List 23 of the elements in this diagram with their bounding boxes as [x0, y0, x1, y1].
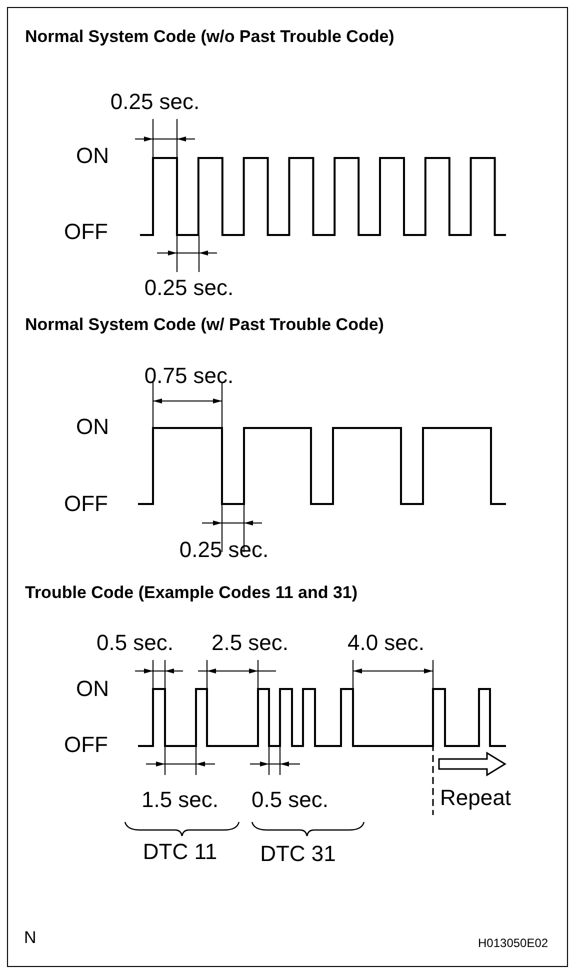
figure-code: H013050E02 [478, 936, 548, 951]
repeat-label: Repeat [440, 784, 511, 812]
duration-label: 0.5 sec. [96, 629, 174, 656]
state-label: ON [76, 675, 109, 702]
duration-label: 0.25 sec. [179, 536, 269, 564]
section-heading: Normal System Code (w/ Past Trouble Code) [25, 314, 384, 336]
corner-letter: N [24, 927, 36, 948]
state-label: OFF [64, 490, 108, 518]
state-label: ON [76, 142, 109, 170]
group-label: DTC 31 [260, 840, 336, 868]
duration-label: 1.5 sec. [141, 786, 219, 814]
state-label: ON [76, 413, 109, 440]
section-heading: Trouble Code (Example Codes 11 and 31) [25, 582, 358, 604]
section-heading: Normal System Code (w/o Past Trouble Code) [25, 26, 394, 48]
duration-label: 0.25 sec. [144, 274, 234, 302]
duration-label: 0.75 sec. [144, 362, 234, 390]
group-label: DTC 11 [142, 838, 218, 866]
state-label: OFF [64, 218, 108, 246]
duration-label: 4.0 sec. [347, 629, 425, 656]
state-label: OFF [64, 731, 108, 758]
duration-label: 0.5 sec. [251, 786, 329, 814]
duration-label: 0.25 sec. [110, 88, 200, 116]
duration-label: 2.5 sec. [211, 629, 289, 656]
